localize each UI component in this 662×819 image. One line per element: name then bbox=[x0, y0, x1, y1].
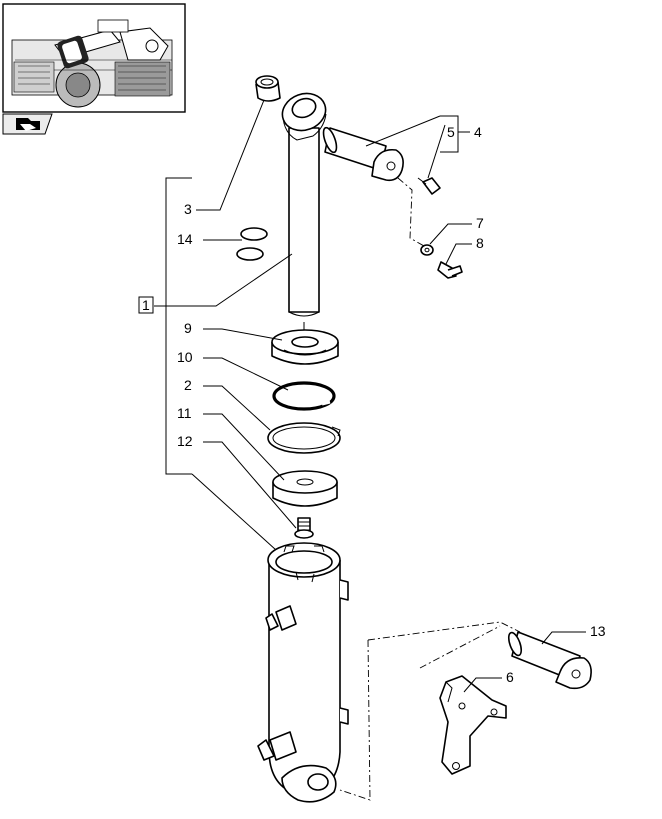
cylinder-barrel bbox=[257, 542, 349, 803]
part-12-bleed-screw bbox=[294, 517, 314, 539]
part-8-bolt bbox=[437, 261, 463, 279]
callout-1-box bbox=[138, 296, 154, 314]
callout-9[interactable]: 9 bbox=[184, 320, 192, 336]
nav-button[interactable] bbox=[2, 113, 53, 135]
callout-1[interactable]: 1 bbox=[142, 297, 150, 313]
callout-6[interactable]: 6 bbox=[506, 669, 514, 685]
open-folder-hand-icon bbox=[16, 118, 40, 131]
piston-rod bbox=[281, 92, 327, 317]
callout-12[interactable]: 12 bbox=[177, 433, 193, 449]
part-3-bushing bbox=[255, 75, 281, 102]
callout-13[interactable]: 13 bbox=[590, 623, 606, 639]
part-11-piston bbox=[272, 470, 338, 507]
leader-lines bbox=[154, 99, 586, 693]
callout-11[interactable]: 11 bbox=[177, 405, 192, 421]
part-13-pin bbox=[507, 631, 592, 690]
assembly-bracket bbox=[165, 177, 192, 475]
part-2-retaining-ring bbox=[267, 422, 341, 454]
callout-8[interactable]: 8 bbox=[476, 235, 484, 251]
callout-10[interactable]: 10 bbox=[177, 349, 193, 365]
part-6-bracket bbox=[439, 675, 507, 775]
callout-4[interactable]: 4 bbox=[474, 124, 482, 140]
part-7-washer bbox=[420, 244, 434, 256]
callout-2[interactable]: 2 bbox=[184, 377, 192, 393]
callout-3[interactable]: 3 bbox=[184, 201, 192, 217]
part-10-seal-ring bbox=[272, 381, 336, 411]
tractor-lift-mechanism-thumbnail bbox=[11, 19, 173, 108]
part-4-pin bbox=[322, 126, 404, 182]
callout-7[interactable]: 7 bbox=[476, 215, 484, 231]
locator-thumbnail[interactable] bbox=[2, 3, 186, 113]
part-14-circlips bbox=[236, 227, 268, 261]
part-9-gland bbox=[271, 329, 339, 365]
callout-14[interactable]: 14 bbox=[177, 231, 193, 247]
callout-5[interactable]: 5 bbox=[447, 124, 455, 140]
part-5-grease-nipple bbox=[417, 177, 441, 195]
